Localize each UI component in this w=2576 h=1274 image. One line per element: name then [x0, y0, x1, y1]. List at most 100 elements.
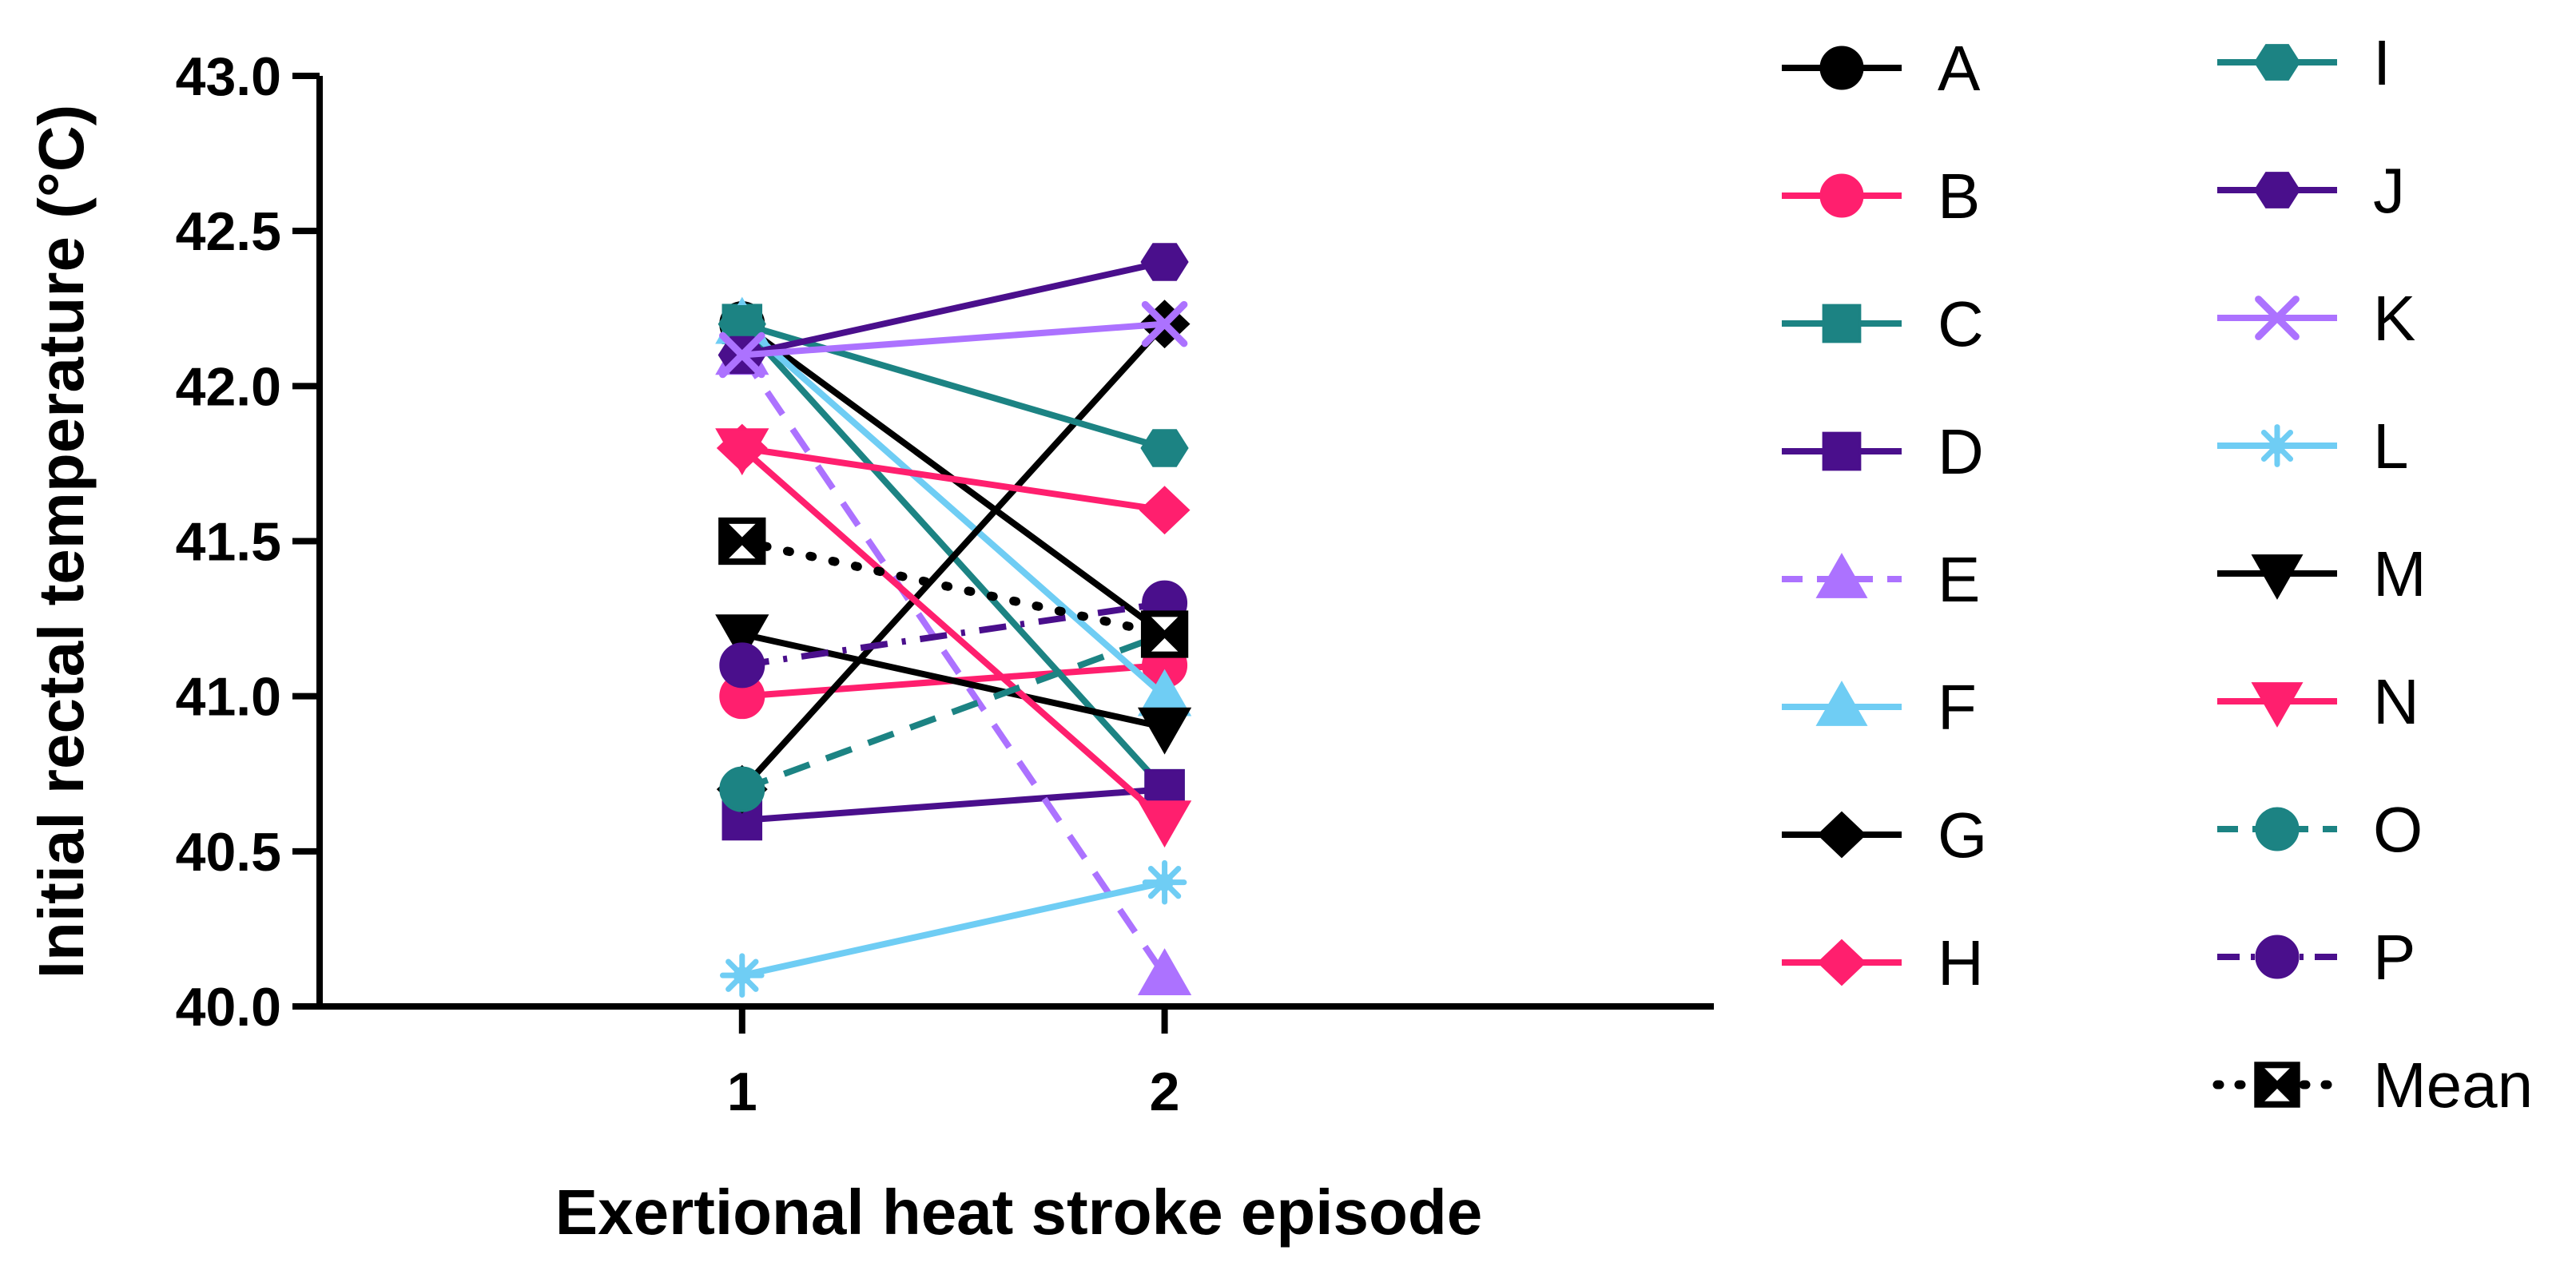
- legend-label: C: [1938, 288, 1984, 359]
- y-tick-label: 41.0: [176, 667, 281, 728]
- series-line-j: [741, 259, 1166, 359]
- data-point-l-2: [1142, 859, 1187, 905]
- series-line-d: [741, 786, 1165, 824]
- legend-label: N: [2373, 666, 2419, 737]
- data-point-m-2: [1137, 707, 1192, 755]
- series-line-n: [740, 445, 1167, 824]
- series-line-k: [741, 320, 1165, 359]
- legend-item-f: F: [1782, 672, 1977, 743]
- series-mean: [718, 517, 1189, 658]
- legend-item-mean: Mean: [2212, 1050, 2533, 1121]
- series-line-m: [741, 631, 1166, 731]
- series-line-o: [741, 631, 1166, 792]
- series-line-h: [741, 445, 1166, 514]
- legend-marker-l: [2256, 424, 2299, 467]
- data-point-k-2: [1141, 300, 1188, 347]
- series-line-e: [739, 353, 1167, 978]
- legend-label: M: [2373, 538, 2427, 609]
- legend-marker-e: [1815, 553, 1868, 598]
- legend-item-o: O: [2217, 794, 2423, 865]
- legend-label: F: [1938, 672, 1977, 743]
- legend-item-b: B: [1782, 161, 1980, 232]
- y-tick-label: 42.5: [176, 201, 281, 262]
- legend-item-a: A: [1782, 33, 1981, 104]
- legend-label: I: [2373, 27, 2391, 98]
- legend-label: A: [1938, 33, 1981, 104]
- legend-label: E: [1938, 544, 1980, 615]
- legend-marker-m: [2251, 554, 2304, 600]
- legend-label: J: [2373, 155, 2405, 226]
- x-axis-title: Exertional heat stroke episode: [555, 1177, 1482, 1248]
- series-line-mean: [737, 537, 1170, 639]
- legend-marker-b: [1819, 173, 1864, 218]
- legend-marker-o: [2255, 807, 2300, 851]
- legend-marker-d: [1822, 431, 1862, 471]
- y-tick-label: 42.0: [176, 356, 281, 417]
- legend-item-p: P: [2217, 922, 2415, 993]
- series-m: [715, 614, 1192, 755]
- series-line-g: [739, 321, 1167, 792]
- series-h: [716, 423, 1191, 535]
- legend-marker-i: [2253, 44, 2301, 81]
- series-line-l: [741, 879, 1166, 979]
- legend-marker-c: [1822, 304, 1862, 343]
- data-point-m-1: [715, 614, 769, 662]
- data-point-mean-2: [1140, 610, 1189, 658]
- data-point-mean-1: [718, 517, 766, 566]
- legend-marker-g: [1817, 811, 1866, 859]
- x-tick-label: 2: [1150, 1062, 1180, 1122]
- y-tick-label: 40.0: [176, 977, 281, 1038]
- legend-item-d: D: [1782, 416, 1984, 487]
- series-k: [718, 300, 1188, 379]
- data-point-e-2: [1137, 948, 1192, 995]
- legend-label: L: [2373, 411, 2409, 482]
- legend-label: O: [2373, 794, 2423, 865]
- legend-item-l: L: [2217, 411, 2409, 482]
- data-point-o-1: [719, 766, 765, 812]
- series-i: [718, 305, 1189, 467]
- series-l: [719, 859, 1187, 998]
- series-layer: [715, 243, 1192, 998]
- data-point-h-2: [1139, 486, 1191, 535]
- data-point-k-1: [718, 331, 765, 379]
- legend-item-h: H: [1782, 927, 1984, 998]
- legend-marker-h: [1817, 939, 1866, 986]
- legend-marker-j: [2253, 172, 2301, 208]
- data-point-i-2: [1140, 429, 1189, 467]
- y-tick-label: 40.5: [176, 822, 281, 883]
- x-tick-label: 1: [727, 1062, 757, 1122]
- legend-item-g: G: [1782, 800, 1987, 871]
- data-point-n-2: [1137, 800, 1192, 848]
- legend-label: P: [2373, 922, 2415, 993]
- legend-label: G: [1938, 800, 1987, 871]
- legend-marker-p: [2255, 935, 2300, 979]
- data-point-j-2: [1140, 243, 1189, 281]
- data-point-l-1: [719, 953, 765, 998]
- legend-label: H: [1938, 927, 1984, 998]
- series-line-f: [740, 321, 1167, 699]
- series-f: [715, 296, 1192, 716]
- legend-label: K: [2373, 283, 2415, 354]
- legend-marker-n: [2251, 682, 2304, 728]
- data-point-n-1: [715, 428, 769, 476]
- legend-item-m: M: [2217, 538, 2427, 609]
- y-tick-label: 41.5: [176, 512, 281, 573]
- legend-item-j: J: [2217, 155, 2405, 226]
- axes-layer: [316, 76, 1714, 1010]
- y-axis-title: Initial rectal temperature (°C): [26, 105, 97, 979]
- data-point-p-1: [719, 642, 765, 689]
- legend-label: B: [1938, 161, 1980, 232]
- legend-item-e: E: [1782, 544, 1980, 615]
- series-line-p: [741, 600, 1166, 669]
- legend-item-n: N: [2217, 666, 2419, 737]
- series-n: [715, 428, 1192, 848]
- series-line-i: [741, 320, 1166, 451]
- legend-label: Mean: [2373, 1050, 2533, 1121]
- series-d: [722, 768, 1185, 841]
- legend-marker-f: [1815, 681, 1868, 726]
- legend-marker-a: [1819, 46, 1864, 90]
- legend-item-c: C: [1782, 288, 1984, 359]
